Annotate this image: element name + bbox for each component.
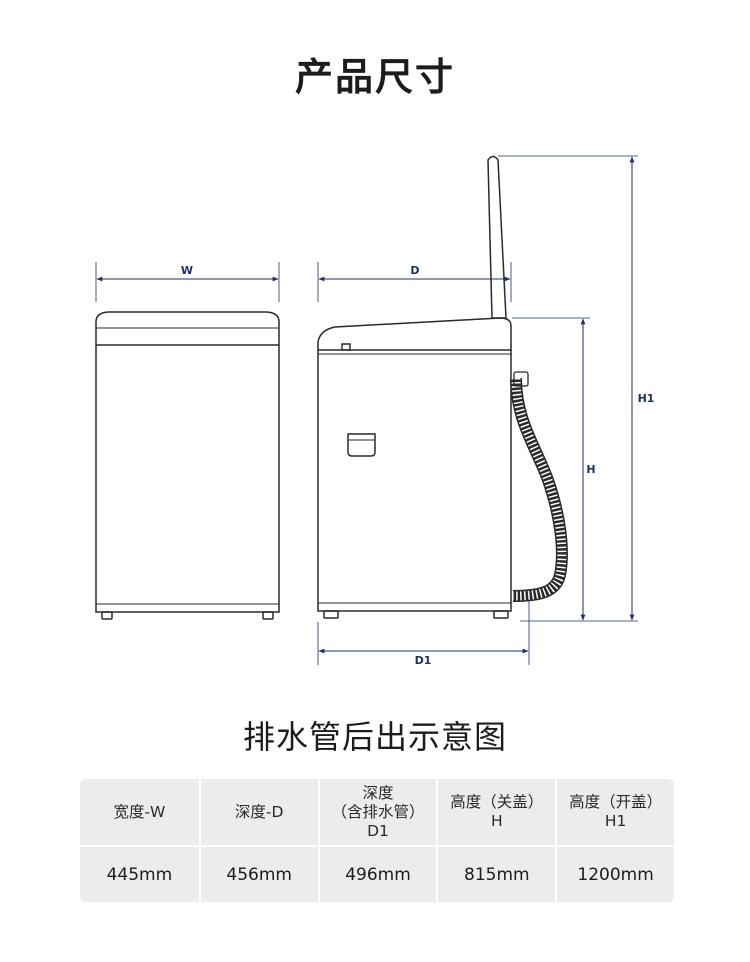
open-lid <box>487 155 507 319</box>
value-depth: 456mm <box>198 847 318 902</box>
section-subtitle: 排水管后出示意图 <box>242 718 507 756</box>
dimension-drawing: W D D1 H <box>95 155 655 667</box>
value-height-open: 1200mm <box>555 847 674 902</box>
spec-table: 宽度-W 深度-D 深度 （含排水管） D1 高度（关盖） H 高度（开盖） H… <box>80 779 674 902</box>
side-foot-left <box>323 610 339 619</box>
value-height-closed: 815mm <box>436 847 555 902</box>
table-row: 445mm 456mm 496mm 815mm 1200mm <box>80 847 674 902</box>
header-height-open: 高度（开盖） H1 <box>555 779 674 847</box>
front-foot-right <box>262 611 274 620</box>
value-depth-with-hose: 496mm <box>317 847 437 902</box>
header-width: 宽度-W <box>80 779 199 847</box>
table-header-row: 宽度-W 深度-D 深度 （含排水管） D1 高度（关盖） H 高度（开盖） H… <box>80 779 674 847</box>
page-title: 产品尺寸 <box>294 55 455 99</box>
header-height-closed: 高度（关盖） H <box>436 779 556 847</box>
height-closed-dimension: H <box>512 317 596 622</box>
side-button <box>341 343 351 351</box>
front-lid <box>95 311 280 345</box>
depth-label: D <box>410 264 419 277</box>
width-dimension: W <box>95 262 280 302</box>
side-handle <box>347 433 376 457</box>
side-top-panel <box>317 317 512 350</box>
side-foot-right <box>493 610 509 619</box>
height-closed-label: H <box>586 463 595 476</box>
height-open-label: H1 <box>638 392 655 405</box>
side-view <box>317 155 568 619</box>
hose-connector <box>513 371 529 387</box>
front-body <box>95 344 280 613</box>
height-open-dimension: H1 <box>498 155 655 622</box>
header-depth: 深度-D <box>198 779 318 847</box>
side-body <box>317 349 512 612</box>
header-depth-with-hose: 深度 （含排水管） D1 <box>317 779 437 847</box>
depth-with-hose-label: D1 <box>415 654 432 667</box>
front-foot-left <box>101 611 113 620</box>
width-label: W <box>181 264 193 277</box>
front-view <box>95 311 280 620</box>
depth-dimension: D <box>317 262 512 302</box>
value-width: 445mm <box>106 864 173 885</box>
depth-with-hose-dimension: D1 <box>317 600 530 667</box>
